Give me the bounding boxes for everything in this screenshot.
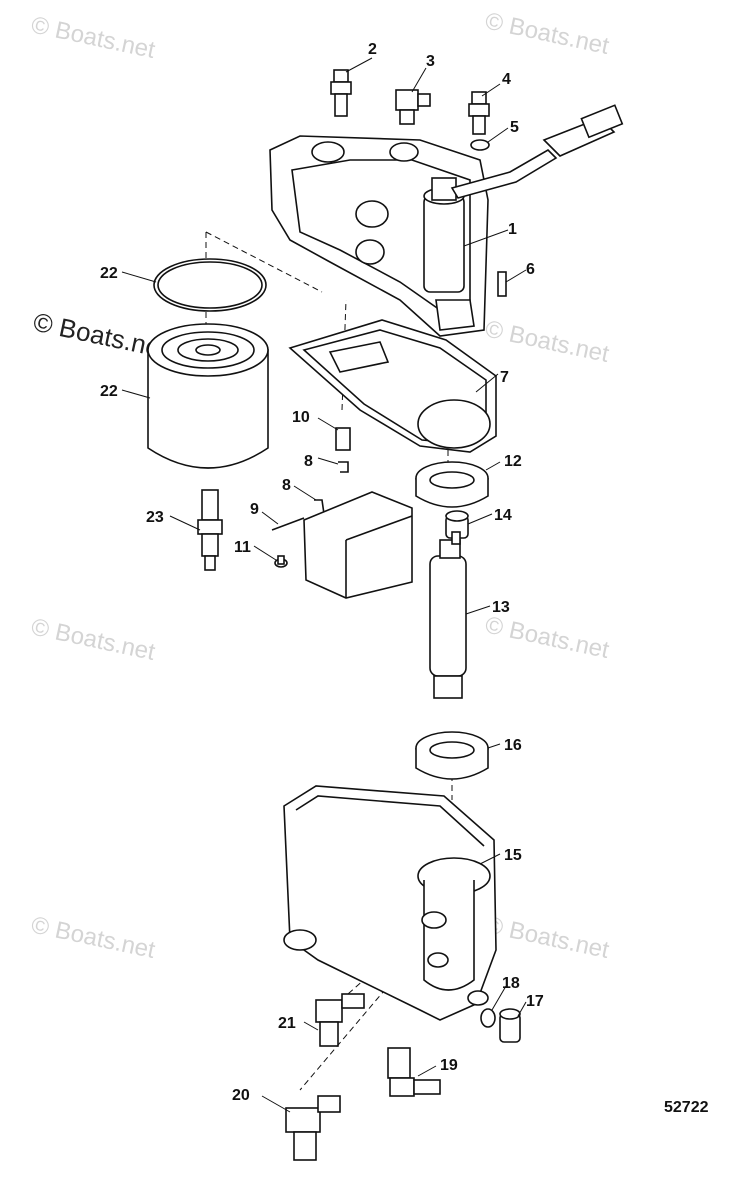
part-1-housing-assembly — [269, 104, 624, 337]
part-4-fitting — [468, 91, 490, 135]
callout-18: 18 — [502, 975, 520, 992]
pump-cover — [303, 491, 413, 599]
callout-4: 4 — [502, 71, 511, 88]
watermark: © Boats.net — [483, 611, 612, 664]
part-19-elbow-fitting — [387, 1047, 441, 1097]
part-22-fuel-filter — [147, 323, 269, 469]
part-3-elbow-fitting — [395, 89, 431, 125]
part-2-fitting — [330, 69, 352, 117]
callout-20: 20 — [232, 1087, 250, 1104]
part-17-plug — [499, 1008, 521, 1043]
callout-1: 1 — [508, 221, 517, 238]
part-22-o-ring-inner — [157, 261, 263, 309]
callout-22-o-ring: 22 — [100, 265, 118, 282]
part-12-grommet — [415, 461, 489, 508]
callout-5: 5 — [510, 119, 519, 136]
drawing-number: 52722 — [664, 1099, 709, 1116]
part-11-screw — [274, 555, 288, 568]
callout-14: 14 — [494, 507, 512, 524]
watermark: © Boats.net — [483, 315, 612, 368]
watermark: © Boats.net — [29, 613, 158, 666]
callout-15: 15 — [504, 847, 522, 864]
watermark: © Boats.net — [483, 7, 612, 60]
callout-9: 9 — [250, 501, 259, 518]
callout-8-upper: 8 — [304, 453, 313, 470]
callout-7: 7 — [500, 369, 509, 386]
callout-16: 16 — [504, 737, 522, 754]
callout-8-lower: 8 — [282, 477, 291, 494]
callout-21: 21 — [278, 1015, 296, 1032]
callout-2: 2 — [368, 41, 377, 58]
part-5-o-ring — [470, 139, 490, 151]
part-16-grommet — [415, 731, 489, 780]
callouts: 2 3 4 5 1 6 7 22 22 10 8 8 9 11 23 12 14… — [100, 41, 544, 1104]
part-10-fitting — [335, 427, 351, 451]
part-8-clip — [338, 461, 349, 473]
part-13-fuel-pump — [429, 531, 467, 699]
callout-11: 11 — [234, 539, 251, 556]
part-21-elbow-fitting — [315, 993, 365, 1047]
callout-22-filter: 22 — [100, 383, 118, 400]
part-6-screw — [497, 271, 507, 297]
part-20-elbow-fitting — [285, 1095, 341, 1161]
part-7-gasket — [288, 319, 497, 453]
part-23-water-sensor — [197, 489, 223, 571]
callout-13: 13 — [492, 599, 510, 616]
watermark: © Boats.net — [483, 911, 612, 964]
leader-lines — [121, 57, 527, 1113]
callout-3: 3 — [426, 53, 435, 70]
watermark: © Boats.net — [29, 911, 158, 964]
part-18-o-ring — [480, 1008, 496, 1028]
callout-17: 17 — [526, 993, 544, 1010]
callout-19: 19 — [440, 1057, 458, 1074]
callout-10: 10 — [292, 409, 310, 426]
part-9-pin — [271, 517, 305, 531]
callout-12: 12 — [504, 453, 522, 470]
watermark: © Boats.net — [29, 11, 158, 64]
callout-6: 6 — [526, 261, 535, 278]
callout-23: 23 — [146, 509, 164, 526]
part-15-fuel-reservoir — [283, 785, 497, 1021]
